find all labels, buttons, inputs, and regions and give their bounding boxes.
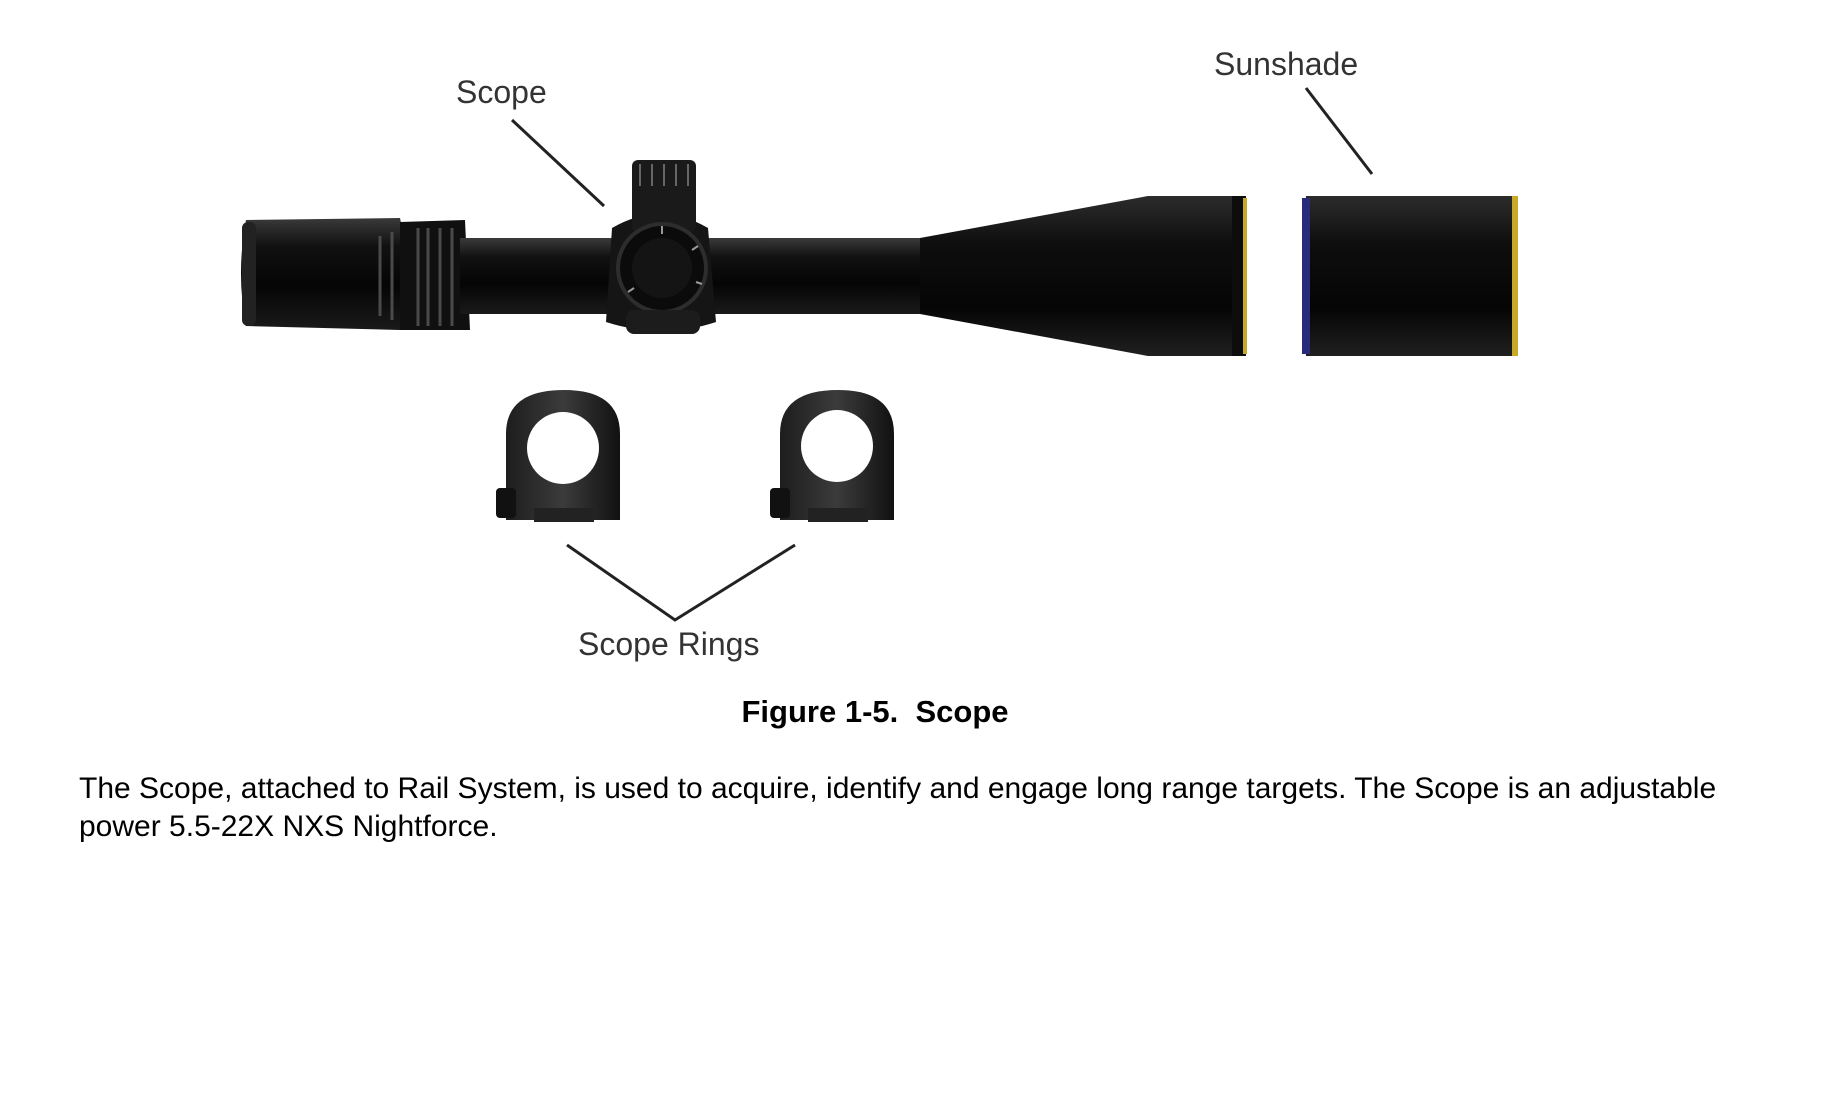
sunshade-body xyxy=(1302,196,1518,356)
figure-caption: Figure 1-5. Scope xyxy=(741,694,1009,729)
callout-label-scope: Scope xyxy=(456,74,547,110)
scope-rings-leader-line xyxy=(566,543,796,622)
scope-ring-right xyxy=(770,390,894,522)
scope-ring-left xyxy=(496,390,620,522)
scope-leader-line xyxy=(510,118,606,208)
sunshade-leader-line xyxy=(1304,87,1374,175)
callout-label-sunshade: Sunshade xyxy=(1214,46,1359,82)
scope-figure-illustration xyxy=(241,87,1518,622)
scope-body xyxy=(241,160,1247,356)
body-paragraph: The Scope, attached to Rail System, is u… xyxy=(79,772,1717,843)
callout-label-scope-rings: Scope Rings xyxy=(578,626,760,662)
